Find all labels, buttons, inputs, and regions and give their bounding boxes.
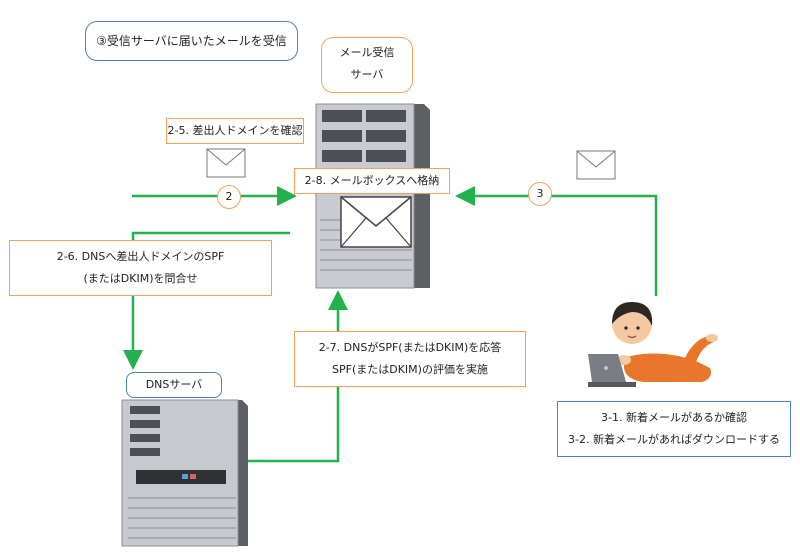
- step-2-number: 2: [225, 190, 233, 203]
- label-step-2-7-line1: 2-7. DNSがSPF(またはDKIM)を応答: [318, 341, 502, 354]
- person-with-laptop-icon: [588, 302, 718, 387]
- label-step-2-6-line1: 2-6. DNSへ差出人ドメインのSPF: [56, 250, 225, 263]
- envelope-icon: [340, 196, 412, 248]
- envelope-icon: [576, 150, 616, 180]
- user-actions-box: 3-1. 新着メールがあるか確認 3-2. 新着メールがあればダウンロードする: [557, 401, 791, 457]
- envelope-icon: [206, 148, 246, 178]
- label-step-2-8: 2-8. メールボックスへ格納: [294, 168, 450, 194]
- title-text: ③受信サーバに届いたメールを受信: [96, 34, 287, 48]
- mail-server-label-line2: サーバ: [350, 68, 384, 81]
- label-step-2-6-line2: (またはDKIM)を問合せ: [83, 272, 198, 285]
- step-2-marker: 2: [217, 185, 241, 209]
- user-action-3-1: 3-1. 新着メールがあるか確認: [601, 411, 747, 424]
- dns-server-label-text: DNSサーバ: [145, 378, 203, 391]
- arrow-step-3: [455, 186, 658, 296]
- label-step-2-7-line2: SPF(またはDKIM)の評価を実施: [332, 363, 488, 376]
- dns-server-label: DNSサーバ: [126, 372, 222, 398]
- mail-server-label: メール受信 サーバ: [321, 37, 413, 93]
- label-step-2-5: 2-5. 差出人ドメインを確認: [166, 118, 304, 144]
- step-3-marker: 3: [528, 182, 552, 206]
- label-step-2-6: 2-6. DNSへ差出人ドメインのSPF (またはDKIM)を問合せ: [9, 240, 272, 296]
- label-step-2-7: 2-7. DNSがSPF(またはDKIM)を応答 SPF(またはDKIM)の評価…: [294, 331, 526, 387]
- label-step-2-5-text: 2-5. 差出人ドメインを確認: [167, 124, 303, 137]
- user-action-3-2: 3-2. 新着メールがあればダウンロードする: [568, 433, 780, 446]
- dns-server-icon: [121, 399, 248, 547]
- step-3-number: 3: [536, 187, 544, 200]
- mail-server-label-line1: メール受信: [339, 46, 395, 59]
- mail-server-icon: [315, 103, 430, 289]
- title-box: ③受信サーバに届いたメールを受信: [85, 21, 298, 61]
- arrow-server-to-dns: [123, 231, 290, 370]
- label-step-2-8-text: 2-8. メールボックスへ格納: [304, 174, 440, 187]
